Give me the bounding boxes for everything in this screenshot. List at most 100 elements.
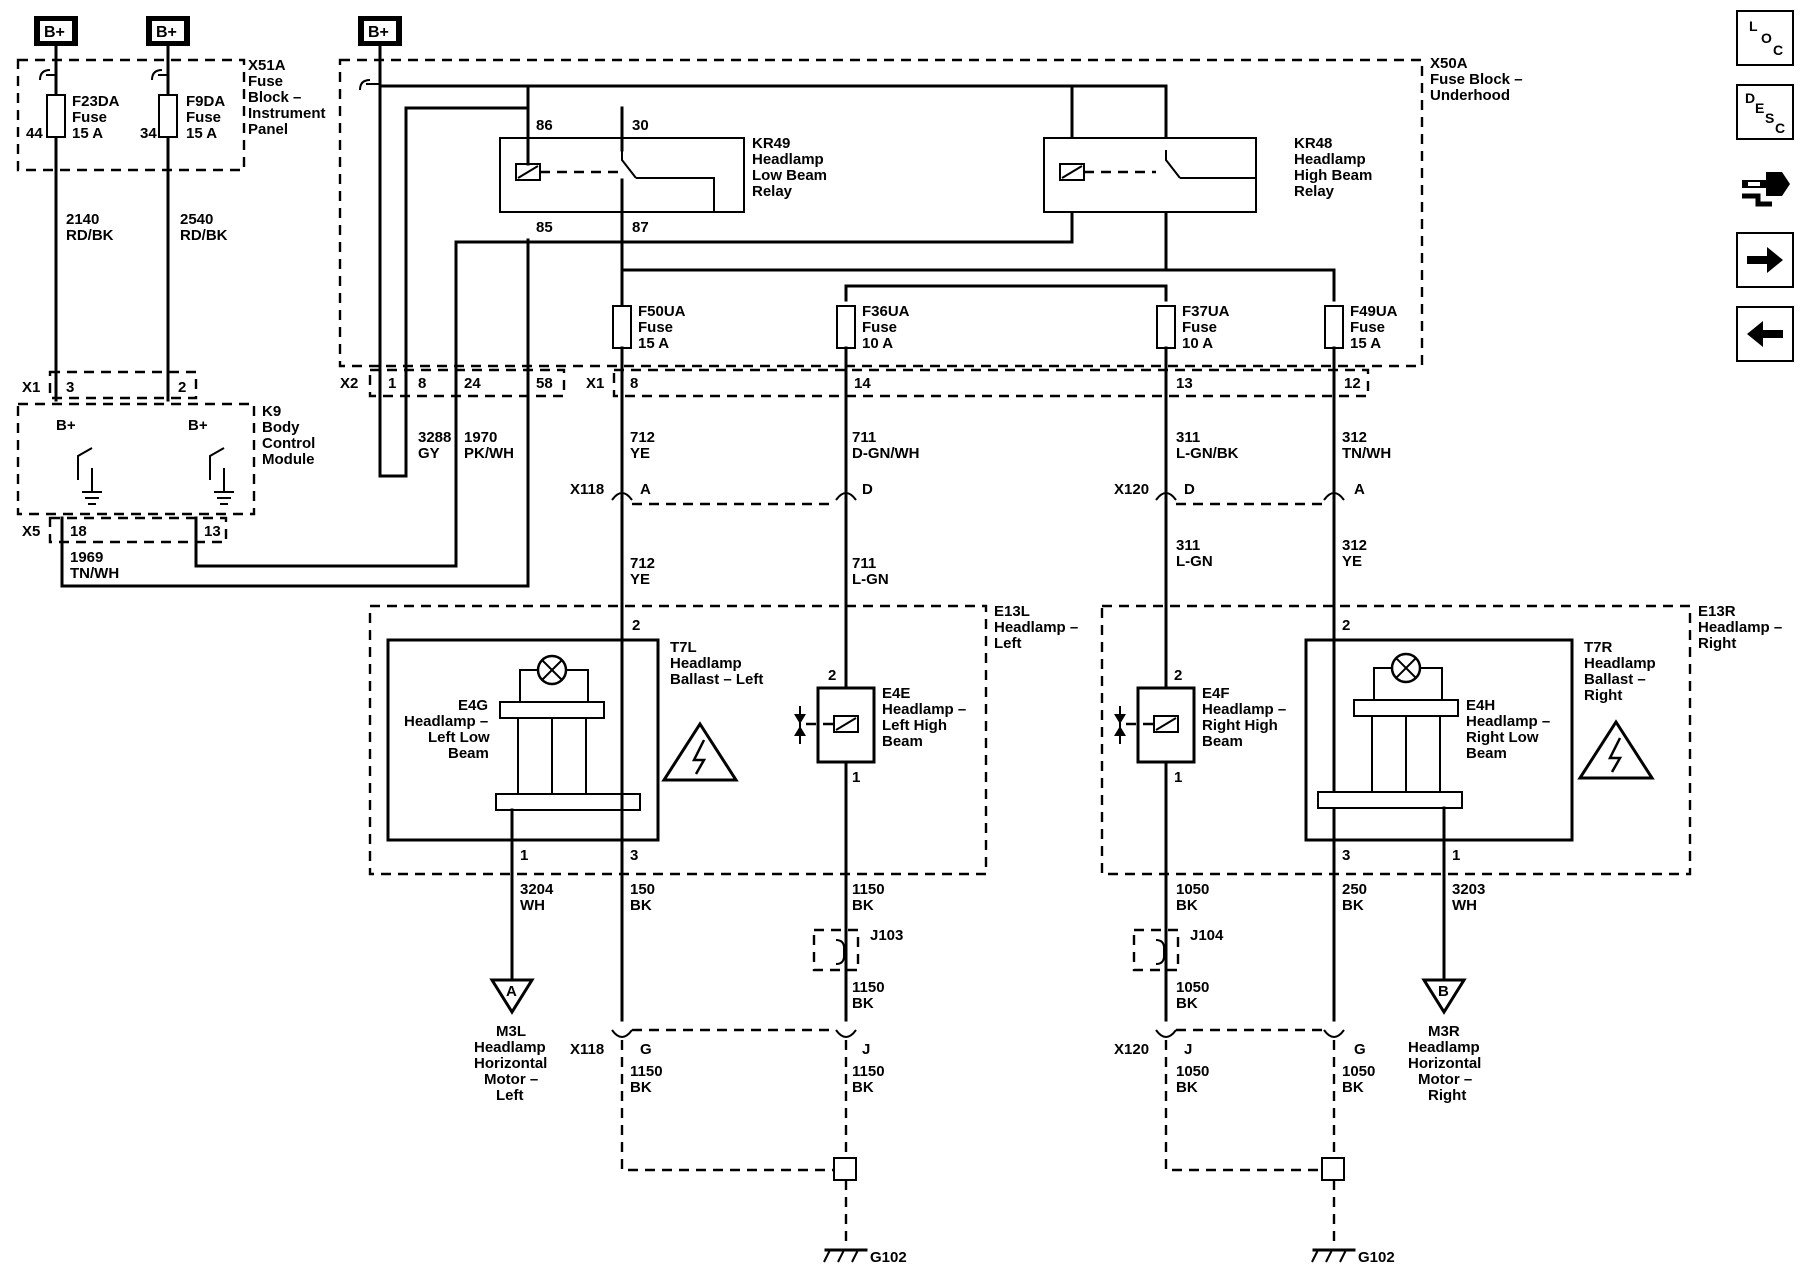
svg-text:G: G — [640, 1041, 652, 1058]
b-plus-terminal-3: B+ — [358, 16, 402, 46]
x118-connector-bottom: X118 G J — [570, 1028, 870, 1058]
svg-text:Right: Right — [1698, 635, 1736, 652]
svg-text:Headlamp: Headlamp — [670, 655, 742, 672]
svg-text:Fuse: Fuse — [1350, 319, 1385, 336]
svg-text:BK: BK — [852, 897, 874, 914]
svg-text:15 A: 15 A — [638, 335, 669, 352]
svg-text:RD/BK: RD/BK — [180, 227, 228, 244]
svg-text:O: O — [1761, 30, 1772, 46]
arrow-left-icon — [1747, 321, 1783, 347]
svg-text:BK: BK — [852, 1079, 874, 1096]
x50a-x1-connector — [612, 368, 1370, 398]
svg-text:3203: 3203 — [1452, 881, 1485, 898]
svg-text:1050: 1050 — [1176, 979, 1209, 996]
svg-text:E4H: E4H — [1466, 697, 1495, 714]
svg-text:Headlamp: Headlamp — [752, 151, 824, 168]
connector-icon — [1742, 172, 1790, 207]
svg-text:X1: X1 — [586, 375, 604, 392]
svg-text:Left: Left — [994, 635, 1022, 652]
fuse-f49ua: F49UA Fuse 15 A — [1324, 303, 1398, 352]
svg-text:F37UA: F37UA — [1182, 303, 1230, 320]
next-page-button[interactable] — [1736, 232, 1794, 288]
svg-text:Fuse: Fuse — [248, 73, 283, 90]
svg-text:15 A: 15 A — [186, 125, 217, 142]
svg-text:X120: X120 — [1114, 481, 1149, 498]
svg-text:Ballast – Left: Ballast – Left — [670, 671, 763, 688]
svg-text:Headlamp: Headlamp — [1584, 655, 1656, 672]
previous-page-button[interactable] — [1736, 306, 1794, 362]
svg-text:1: 1 — [1452, 847, 1460, 864]
svg-text:E4G: E4G — [458, 697, 488, 714]
svg-text:24: 24 — [464, 375, 481, 392]
lamp-e4e-symbol — [794, 706, 834, 744]
svg-text:711: 711 — [852, 555, 876, 572]
svg-text:X1: X1 — [22, 379, 40, 396]
svg-text:1: 1 — [1174, 769, 1182, 786]
connector-button[interactable] — [1736, 158, 1794, 214]
loc-icon: L O C — [1749, 18, 1783, 58]
svg-text:312: 312 — [1342, 429, 1367, 446]
svg-text:Headlamp –: Headlamp – — [994, 619, 1078, 636]
svg-text:BK: BK — [1176, 897, 1198, 914]
svg-text:8: 8 — [418, 375, 426, 392]
desc-button[interactable]: D E S C — [1736, 84, 1794, 140]
svg-text:A: A — [640, 481, 651, 498]
svg-text:Right High: Right High — [1202, 717, 1278, 734]
fuse-f50ua: F50UA Fuse 15 A — [612, 268, 686, 352]
svg-text:2: 2 — [1174, 667, 1182, 684]
svg-text:Headlamp: Headlamp — [1408, 1039, 1480, 1056]
svg-text:1150: 1150 — [852, 1063, 885, 1080]
bcm-x1-connector — [48, 370, 198, 400]
svg-text:E4F: E4F — [1202, 685, 1230, 702]
high-voltage-warning-icon-right — [1577, 719, 1655, 780]
svg-text:X120: X120 — [1114, 1041, 1149, 1058]
svg-text:8: 8 — [630, 375, 638, 392]
svg-text:Headlamp –: Headlamp – — [882, 701, 966, 718]
svg-text:3288: 3288 — [418, 429, 451, 446]
svg-text:GY: GY — [418, 445, 440, 462]
x120-connector-bottom: X120 J G — [1114, 1028, 1366, 1058]
svg-text:D-GN/WH: D-GN/WH — [852, 445, 920, 462]
svg-text:Body: Body — [262, 419, 300, 436]
svg-text:Ballast –: Ballast – — [1584, 671, 1646, 688]
svg-text:F9DA: F9DA — [186, 93, 225, 110]
svg-text:PK/WH: PK/WH — [464, 445, 514, 462]
svg-text:1: 1 — [520, 847, 528, 864]
motor-m3l-reference: A — [489, 978, 535, 1015]
svg-text:34: 34 — [140, 125, 157, 142]
x51a-fuse-block-outline — [16, 58, 246, 172]
b-plus-terminal-2: B+ — [146, 16, 190, 46]
svg-text:1970: 1970 — [464, 429, 497, 446]
svg-text:A: A — [1354, 481, 1365, 498]
svg-text:T7R: T7R — [1584, 639, 1613, 656]
svg-text:Headlamp –: Headlamp – — [1202, 701, 1286, 718]
bcm-switch-left — [77, 447, 102, 505]
loc-button[interactable]: L O C — [1736, 10, 1794, 66]
ballast-t7r — [1304, 638, 1574, 842]
svg-text:L-GN/BK: L-GN/BK — [1176, 445, 1239, 462]
svg-text:Headlamp –: Headlamp – — [404, 713, 488, 730]
svg-text:Headlamp: Headlamp — [1294, 151, 1366, 168]
svg-text:M3L: M3L — [496, 1023, 526, 1040]
svg-text:M3R: M3R — [1428, 1023, 1460, 1040]
svg-text:86: 86 — [536, 117, 553, 134]
x50a-id: X50A — [1430, 55, 1468, 72]
svg-text:RD/BK: RD/BK — [66, 227, 114, 244]
svg-text:2: 2 — [632, 617, 640, 634]
headlamp-e13l-outline — [368, 604, 988, 876]
svg-text:L: L — [1749, 18, 1758, 34]
ground-icon-right: G102 — [1311, 1248, 1395, 1266]
fuse-f23da — [46, 94, 66, 138]
svg-text:311: 311 — [1176, 429, 1200, 446]
ballast-t7l — [386, 638, 660, 842]
svg-text:Left: Left — [496, 1087, 524, 1104]
svg-text:2: 2 — [828, 667, 836, 684]
svg-text:L-GN: L-GN — [1176, 553, 1213, 570]
svg-text:1050: 1050 — [1176, 1063, 1209, 1080]
fuse-f36ua: F36UA Fuse 10 A — [836, 303, 910, 352]
svg-text:2: 2 — [1342, 617, 1350, 634]
svg-text:TN/WH: TN/WH — [70, 565, 119, 582]
svg-text:BK: BK — [1176, 995, 1198, 1012]
svg-text:44: 44 — [26, 125, 43, 142]
svg-text:C: C — [1773, 42, 1783, 58]
